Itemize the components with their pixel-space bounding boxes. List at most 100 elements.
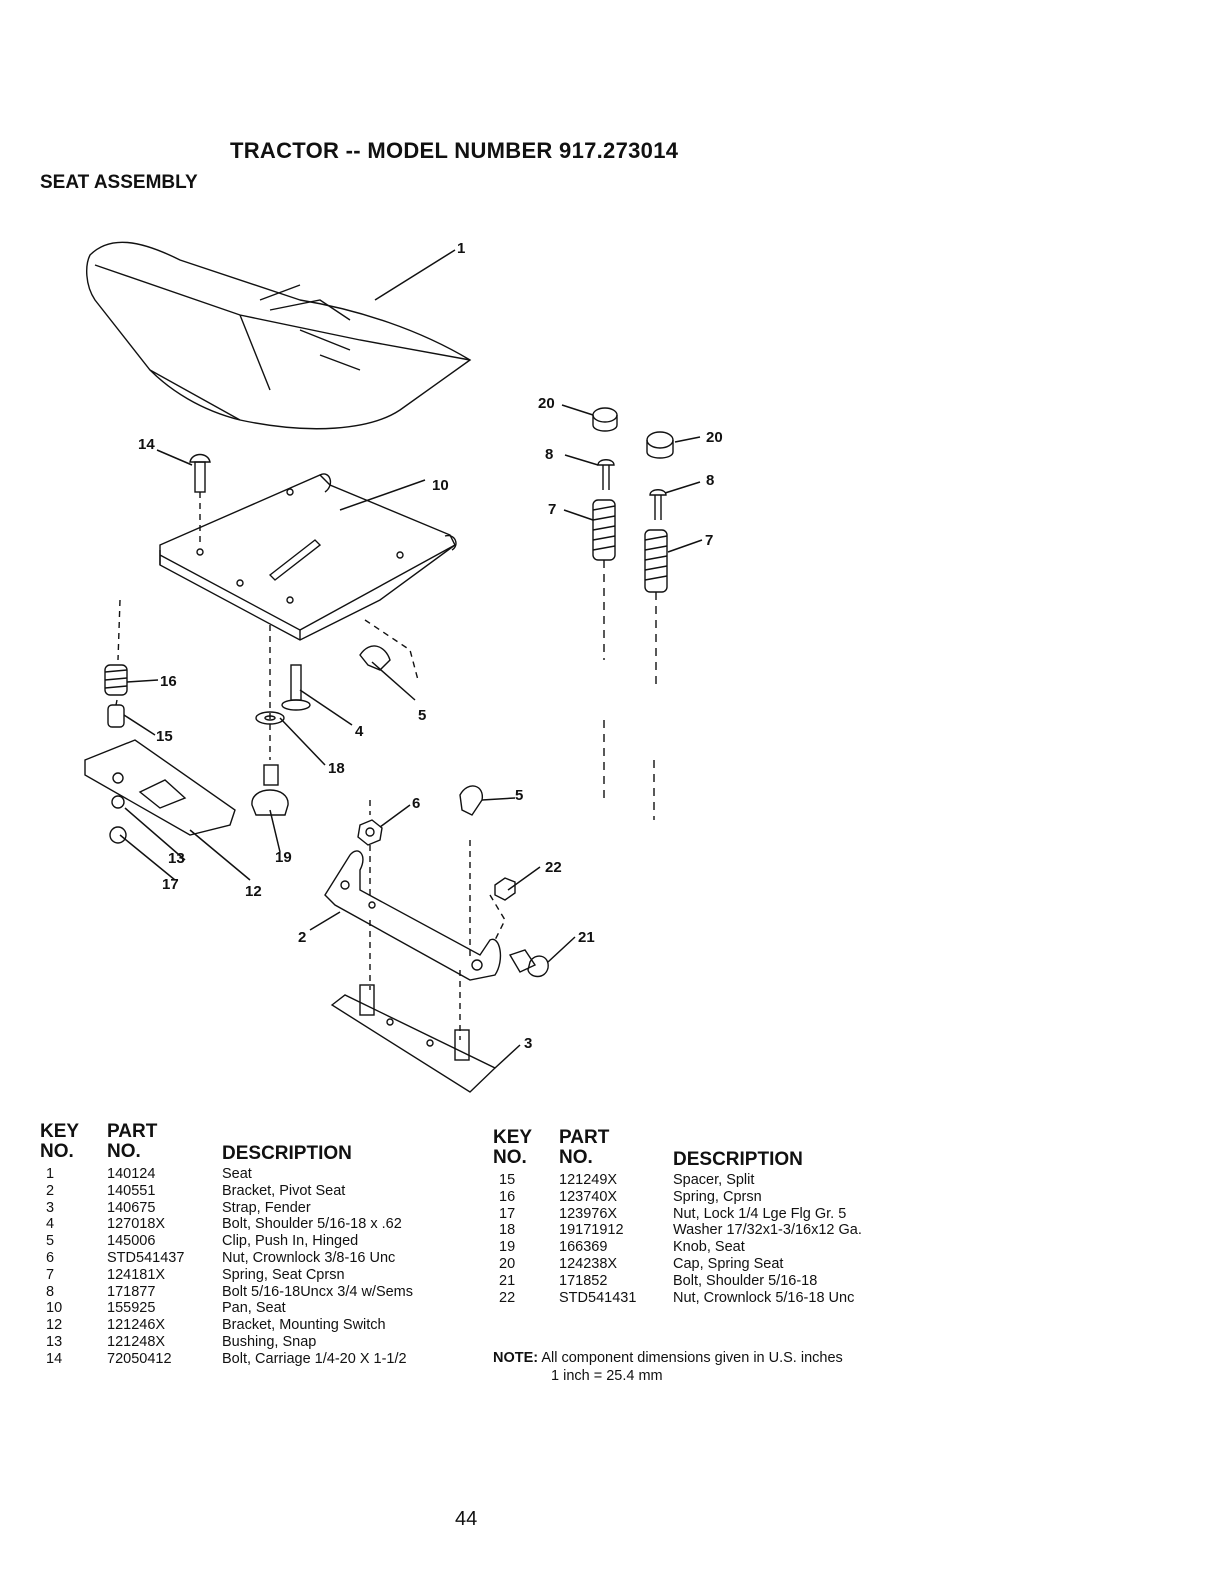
- cell-key: 5: [46, 1233, 55, 1250]
- callout-7: 7: [548, 501, 556, 518]
- cell-desc: Spring, Seat Cprsn: [222, 1266, 345, 1283]
- cell-key: 16: [499, 1188, 516, 1205]
- cell-part: STD541437: [107, 1250, 185, 1266]
- cell-part: 121248X: [107, 1334, 166, 1350]
- cell-desc: Spring, Cprsn: [673, 1188, 762, 1205]
- cell-part: 121246X: [107, 1317, 166, 1334]
- callout-15: 15: [156, 728, 173, 745]
- callout-8b: 8: [706, 472, 714, 489]
- callout-3: 3: [524, 1035, 532, 1052]
- cell-desc: Bolt 5/16-18Uncx 3/4 w/Sems: [222, 1283, 414, 1300]
- callout-2: 2: [298, 929, 306, 946]
- key-header: KEY: [40, 1121, 80, 1142]
- cell-desc: Pan, Seat: [222, 1300, 286, 1317]
- cell-key: 6: [46, 1250, 55, 1266]
- cell-part: 127018X: [107, 1216, 166, 1233]
- cell-desc: Nut, Crownlock 3/8-16 Unc: [222, 1250, 396, 1266]
- cell-desc: Spacer, Split: [673, 1172, 755, 1188]
- callout-19: 19: [275, 849, 292, 866]
- callout-6: 6: [412, 795, 420, 812]
- cell-key: 21: [499, 1272, 516, 1289]
- callout-16: 16: [160, 673, 177, 690]
- cell-desc: Bolt, Shoulder 5/16-18: [673, 1272, 818, 1289]
- cell-part: 140675: [107, 1199, 156, 1216]
- description-header-right: DESCRIPTION: [673, 1149, 803, 1170]
- callout-1: 1: [457, 240, 465, 257]
- callout-20b: 20: [706, 429, 723, 446]
- cell-key: 2: [46, 1182, 55, 1199]
- cell-key: 3: [46, 1199, 55, 1216]
- callout-5: 5: [418, 707, 426, 724]
- cell-key: 10: [46, 1300, 63, 1317]
- parts-table-right: KEY NO. PART NO. DESCRIPTION 15 121249X Sp…: [493, 1128, 913, 1328]
- cell-key: 20: [499, 1256, 516, 1272]
- callout-22: 22: [545, 859, 562, 876]
- cell-part: 171877: [107, 1283, 156, 1300]
- page-title: TRACTOR -- MODEL NUMBER 917.273014: [230, 138, 679, 163]
- cell-part: 145006: [107, 1233, 156, 1250]
- cell-key: 4: [46, 1216, 55, 1233]
- seat-assembly-diagram: 1 14 10 20 8 20 8 7 7 16 15 4 5 18 6 5 1…: [84, 240, 723, 1093]
- cell-desc: Seat: [222, 1166, 252, 1182]
- cell-part: 140124: [107, 1166, 156, 1182]
- callout-4: 4: [355, 723, 364, 740]
- description-header: DESCRIPTION: [222, 1143, 352, 1164]
- cell-key: 8: [46, 1283, 55, 1300]
- cell-part: STD541431: [559, 1289, 637, 1306]
- cell-key: 12: [46, 1317, 63, 1334]
- callout-8: 8: [545, 446, 553, 463]
- part-no-header: NO.: [107, 1141, 141, 1162]
- cell-key: 22: [499, 1289, 516, 1306]
- cell-desc: Knob, Seat: [673, 1239, 745, 1256]
- cell-desc: Bolt, Shoulder 5/16-18 x .62: [222, 1216, 402, 1233]
- callout-21: 21: [578, 929, 595, 946]
- cell-key: 14: [46, 1350, 63, 1367]
- callout-17: 17: [162, 876, 179, 893]
- key-no-header-right: NO.: [493, 1147, 527, 1168]
- callout-5b: 5: [515, 787, 523, 804]
- cell-desc: Strap, Fender: [222, 1199, 311, 1216]
- cell-desc: Nut, Lock 1/4 Lge Flg Gr. 5: [673, 1205, 847, 1222]
- cell-key: 15: [499, 1172, 516, 1188]
- cell-desc: Bushing, Snap: [222, 1334, 317, 1350]
- cell-part: 171852: [559, 1272, 608, 1289]
- section-title: SEAT ASSEMBLY: [40, 172, 198, 193]
- cell-key: 7: [46, 1266, 55, 1283]
- cell-part: 19171912: [559, 1222, 624, 1239]
- callout-20: 20: [538, 395, 555, 412]
- part-header: PART: [107, 1121, 158, 1142]
- note-line1: All component dimensions given in U.S. i…: [541, 1350, 843, 1366]
- callout-13: 13: [168, 850, 185, 867]
- key-no-header: NO.: [40, 1141, 74, 1162]
- cell-key: 17: [499, 1205, 516, 1222]
- cell-part: 123976X: [559, 1205, 618, 1222]
- callout-12: 12: [245, 883, 262, 900]
- callout-10: 10: [432, 477, 449, 494]
- cell-key: 19: [499, 1239, 516, 1256]
- cell-part: 121249X: [559, 1172, 618, 1188]
- cell-part: 124181X: [107, 1266, 166, 1283]
- cell-desc: Cap, Spring Seat: [673, 1256, 784, 1272]
- callout-7b: 7: [705, 532, 713, 549]
- cell-key: 18: [499, 1222, 516, 1239]
- key-header-right: KEY: [493, 1127, 533, 1148]
- note-line2: 1 inch = 25.4 mm: [551, 1368, 663, 1384]
- part-no-header-right: NO.: [559, 1147, 593, 1168]
- callout-14: 14: [138, 436, 155, 453]
- cell-desc: Nut, Crownlock 5/16-18 Unc: [673, 1289, 855, 1306]
- cell-part: 72050412: [107, 1350, 172, 1367]
- cell-desc: Washer 17/32x1-3/16x12 Ga.: [673, 1222, 862, 1239]
- note-label: NOTE:: [493, 1350, 539, 1366]
- cell-part: 140551: [107, 1182, 156, 1199]
- cell-desc: Bracket, Pivot Seat: [222, 1182, 346, 1199]
- part-header-right: PART: [559, 1127, 610, 1148]
- note: NOTE: All component dimensions given in …: [493, 1349, 843, 1385]
- cell-part: 123740X: [559, 1188, 618, 1205]
- cell-part: 124238X: [559, 1256, 618, 1272]
- cell-desc: Clip, Push In, Hinged: [222, 1233, 359, 1250]
- page-number: 44: [455, 1508, 478, 1530]
- callout-18: 18: [328, 760, 345, 777]
- cell-part: 155925: [107, 1300, 156, 1317]
- cell-part: 166369: [559, 1239, 608, 1256]
